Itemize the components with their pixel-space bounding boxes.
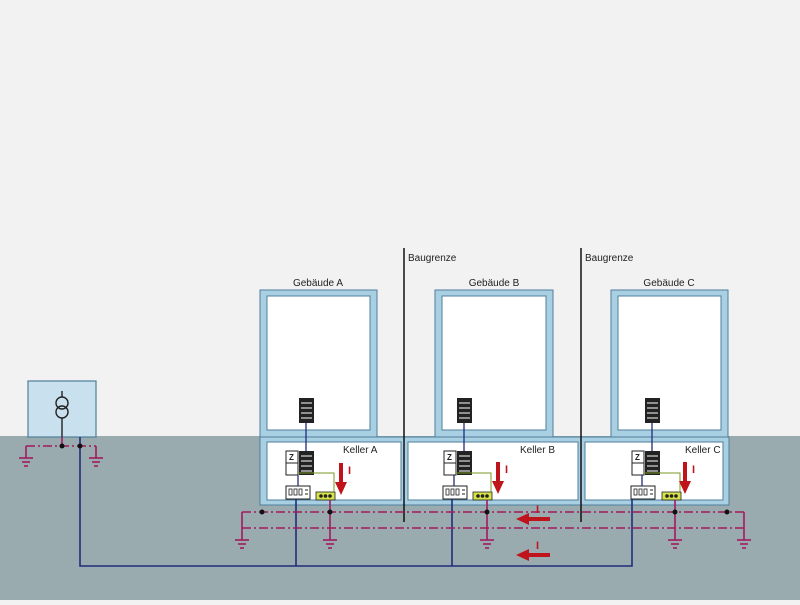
cellar-b-label: Keller B <box>520 445 555 456</box>
boundary-label-right: Baugrenze <box>585 253 634 264</box>
current-arrow-upper <box>516 513 550 525</box>
supply-cable <box>79 437 633 567</box>
building-c-label: Gebäude C <box>643 278 694 289</box>
equipotential-bar-a <box>315 491 336 501</box>
equipotential-bar-b <box>472 491 493 501</box>
building-b <box>434 289 554 439</box>
building-b-label: Gebäude B <box>469 278 520 289</box>
junction-dots <box>59 443 730 515</box>
building-a <box>259 289 378 439</box>
earth-icon <box>737 539 751 549</box>
building-c <box>610 289 729 439</box>
meter-panel-c <box>631 423 660 476</box>
pe-conductor-b <box>456 472 492 492</box>
earth-icon <box>89 457 103 467</box>
pe-conductor-a <box>298 472 335 492</box>
earth-icon <box>480 539 494 549</box>
earth-icon <box>235 539 249 549</box>
meter-c-label: Z <box>635 453 640 462</box>
meter-b-label: Z <box>447 453 452 462</box>
current-label-b: I <box>505 464 508 476</box>
distribution-box-c <box>630 485 656 500</box>
current-label-lower: I <box>536 540 539 552</box>
earth-icon <box>19 457 33 467</box>
earth-icon <box>668 539 682 549</box>
current-arrow-b <box>492 462 504 494</box>
current-arrow-a <box>335 463 347 495</box>
current-label-upper: I <box>536 504 539 516</box>
current-arrow-lower <box>516 549 550 561</box>
equipotential-bar-c <box>661 491 682 501</box>
current-arrow-c <box>679 462 691 494</box>
cellar-c-label: Keller C <box>685 445 721 456</box>
meter-a-label: Z <box>289 453 294 462</box>
meter-panel-a <box>285 423 314 476</box>
current-label-a: I <box>348 465 351 477</box>
earth-icon <box>323 539 337 549</box>
distribution-box-a <box>285 485 311 500</box>
transformer-station <box>27 380 97 438</box>
meter-panel-b <box>443 423 472 476</box>
transformer-icon <box>55 391 69 437</box>
cellar-a-label: Keller A <box>343 445 378 456</box>
ground-symbols <box>19 457 751 549</box>
distribution-box-b <box>442 485 468 500</box>
pe-conductor-c <box>644 472 681 492</box>
boundary-label-left: Baugrenze <box>408 253 457 264</box>
current-label-c: I <box>692 464 695 476</box>
building-a-label: Gebäude A <box>293 278 343 289</box>
